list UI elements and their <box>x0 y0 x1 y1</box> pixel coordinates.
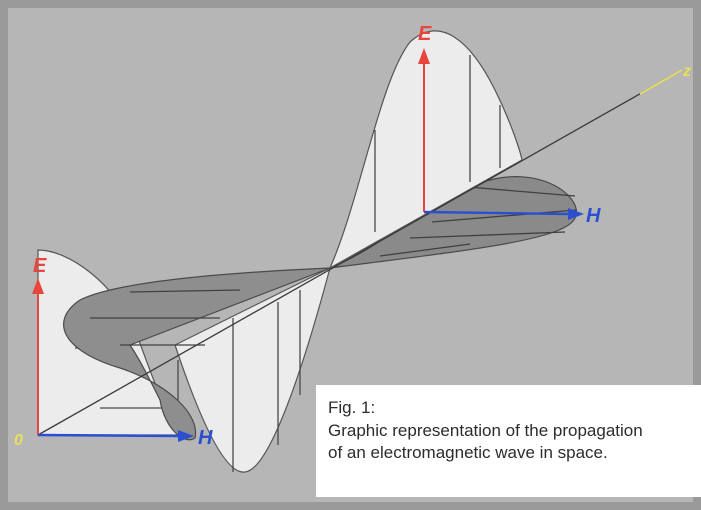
e-vector-left <box>32 278 44 435</box>
z-axis-tip <box>639 69 683 95</box>
figure-caption: Fig. 1: Graphic representation of the pr… <box>316 385 701 497</box>
h-label-bottom: H <box>198 427 213 449</box>
e-lobe-upper-hatching <box>374 55 501 232</box>
e-label-top: E <box>418 23 432 45</box>
h-vector-bottom <box>37 430 194 442</box>
caption-line-1: Graphic representation of the propagatio… <box>328 420 643 440</box>
e-lobe-lower-hatching <box>232 290 301 472</box>
h-vector-right <box>423 208 584 220</box>
h-label-right: H <box>586 205 601 227</box>
h-lobe-right-hatching <box>379 186 577 257</box>
e-vector-top <box>418 48 430 212</box>
caption-title: Fig. 1: <box>328 398 376 417</box>
e-lobe-lower <box>174 266 331 473</box>
z-axis-label: z <box>682 63 691 80</box>
e-label-left: E <box>33 255 47 277</box>
h-lobe-left-hatching <box>90 289 241 346</box>
caption-line-2: of an electromagnetic wave in space. <box>328 443 608 462</box>
e-lobe-upper <box>328 30 523 270</box>
propagation-axis <box>37 69 683 436</box>
origin-label: 0 <box>14 432 23 449</box>
h-lobe-left <box>63 267 331 441</box>
